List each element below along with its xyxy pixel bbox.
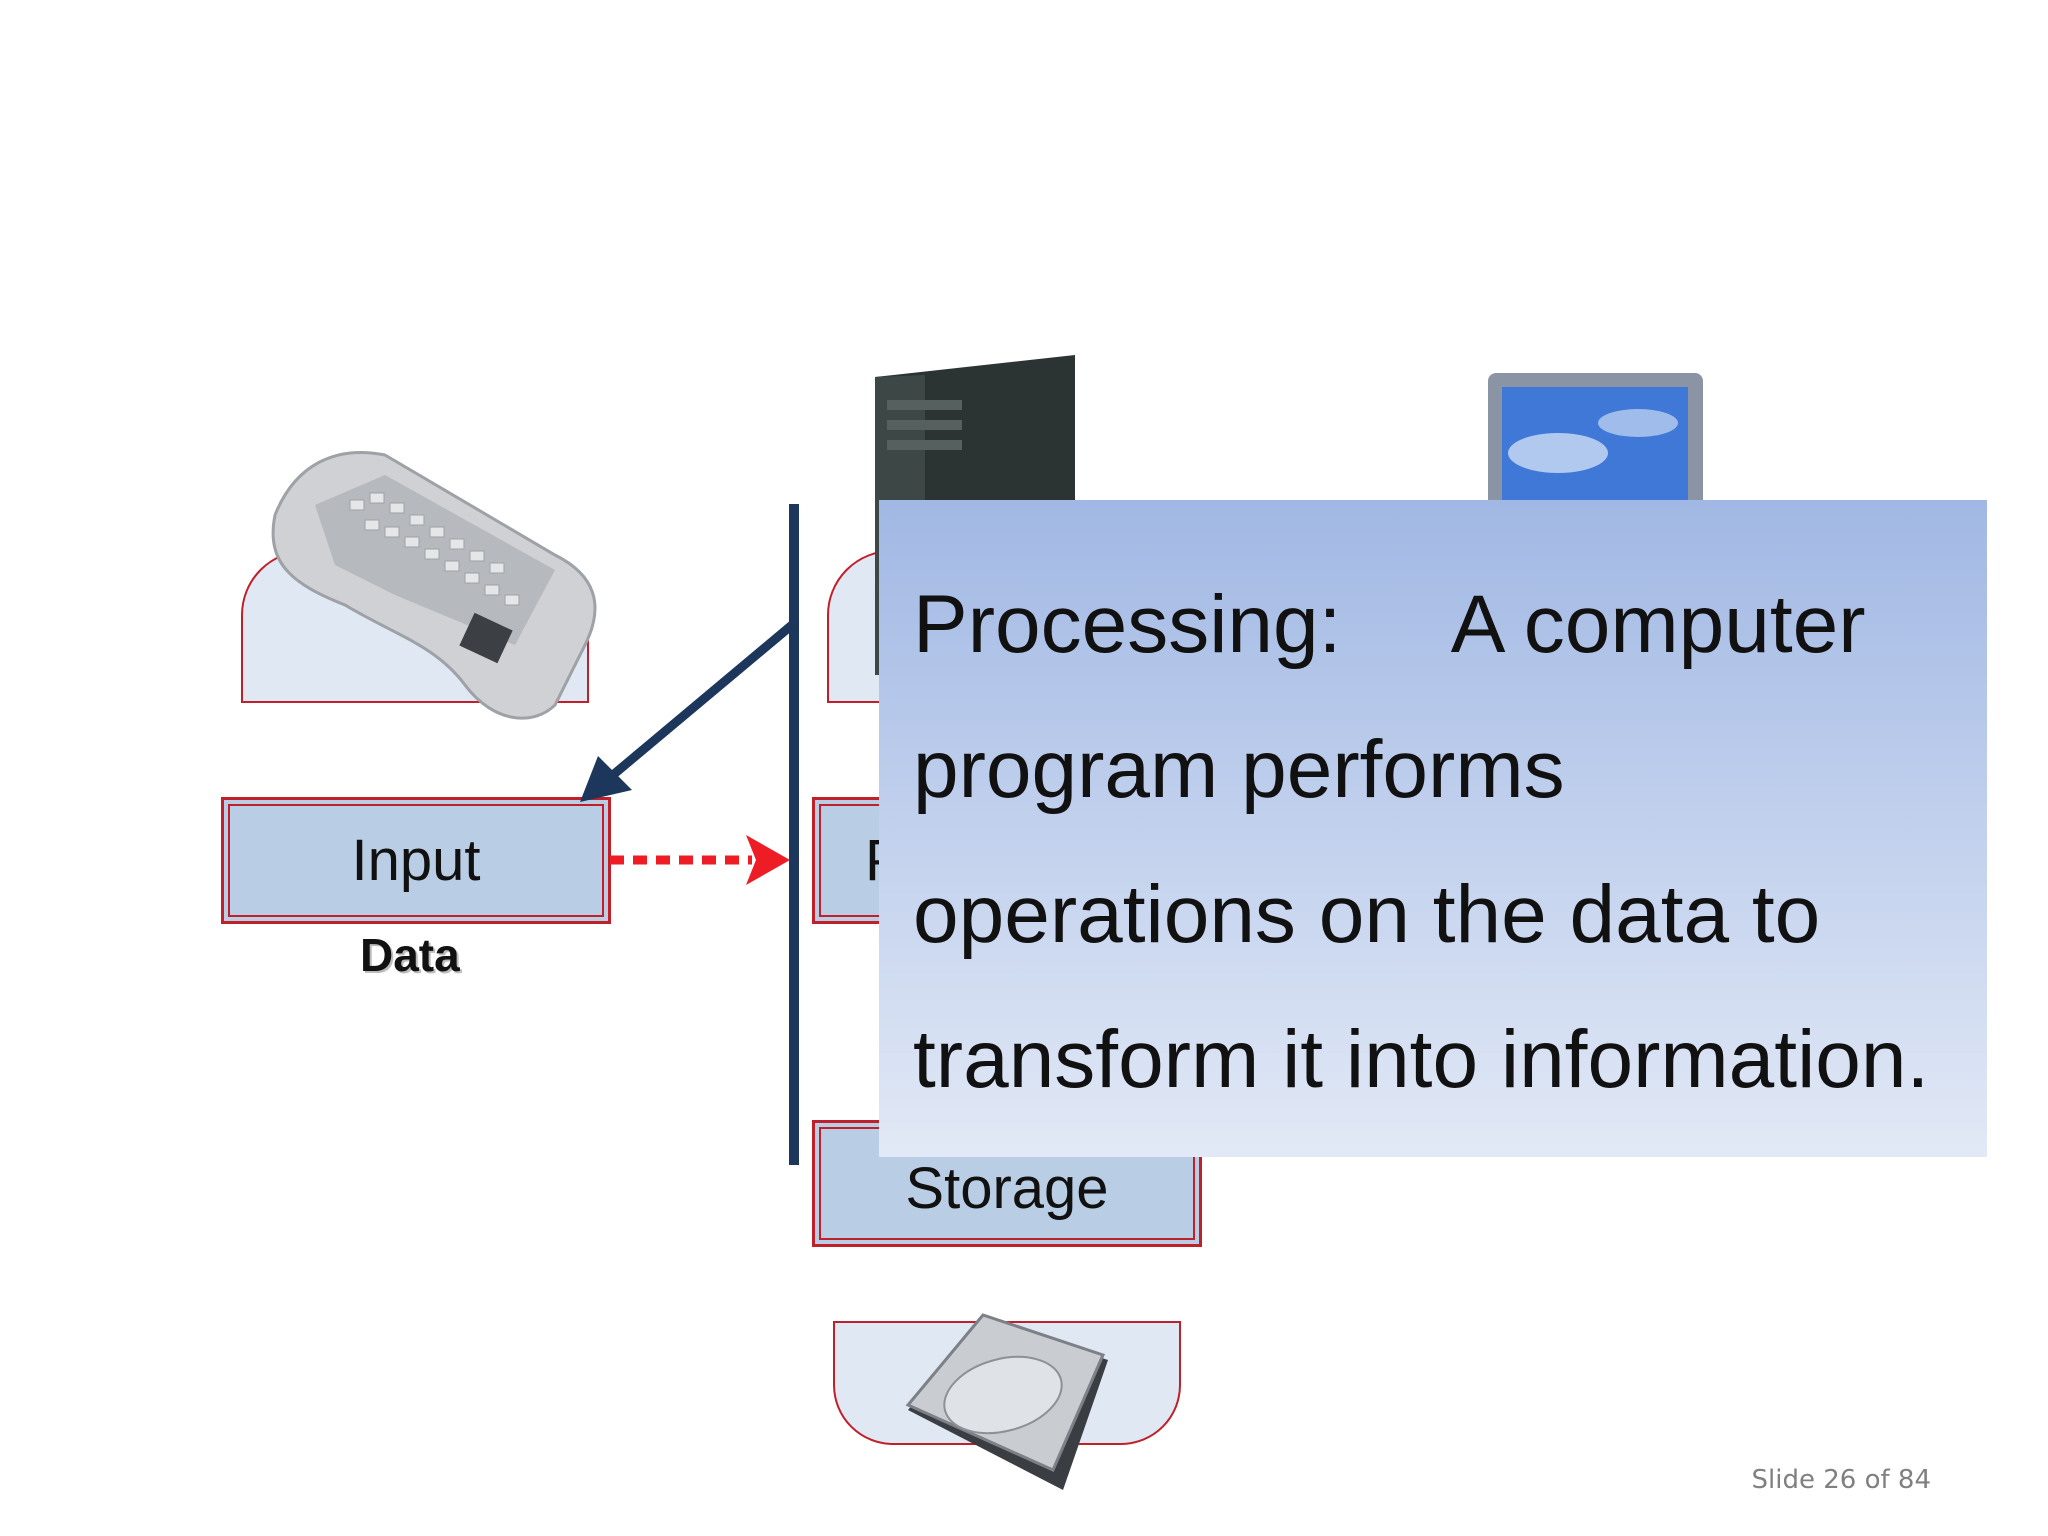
red-arrowhead [746, 835, 790, 885]
data-caption: Data [360, 929, 460, 981]
input-label: Input [351, 828, 481, 893]
processing-callout: Processing: A computer program performs … [879, 500, 1987, 1157]
navy-arrowhead [580, 756, 632, 802]
hard-drive-image [905, 1313, 1108, 1490]
callout-text: Processing: A computer program performs … [913, 579, 1930, 1105]
monitor-image [1488, 373, 1703, 513]
input-box: Input [221, 797, 611, 924]
storage-label: Storage [905, 1156, 1109, 1221]
vertical-divider-line [789, 504, 799, 1165]
navy-arrow-to-input [592, 621, 795, 794]
slide-counter: Slide 26 of 84 [1751, 1465, 1931, 1495]
keyboard-image [271, 451, 597, 720]
